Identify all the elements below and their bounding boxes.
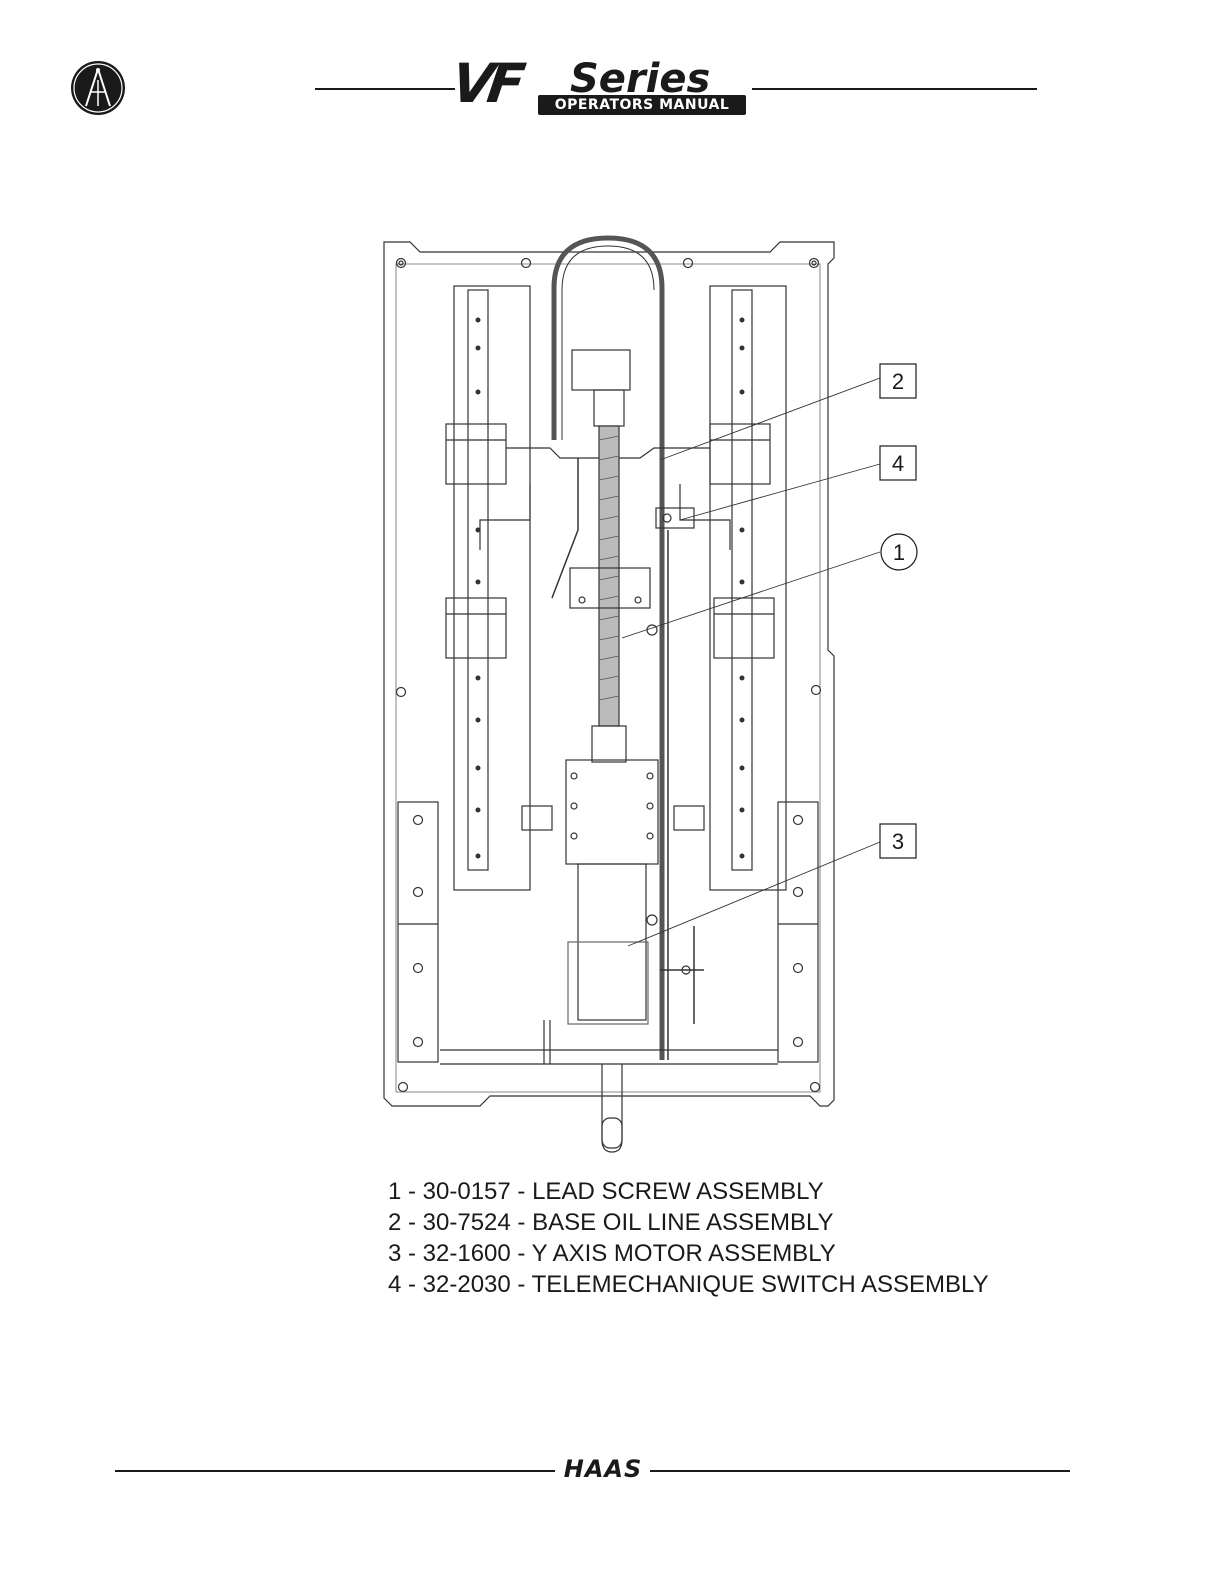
legend-item: 1 - 30-0157 - LEAD SCREW ASSEMBLY xyxy=(388,1176,989,1207)
mount-hole xyxy=(397,688,406,697)
callout-2: 2 xyxy=(880,364,916,398)
vf-logo-word: Series xyxy=(570,59,710,99)
callout-label-1: 1 xyxy=(893,540,905,565)
footer-rule-right xyxy=(650,1470,1070,1472)
oil-line-right xyxy=(680,484,730,550)
vf-series-logo: VF Series OPERATORS MANUAL xyxy=(452,57,752,121)
lead-screw xyxy=(599,426,619,726)
motor-fitting xyxy=(647,915,657,925)
left-truck-upper xyxy=(446,424,506,484)
vf-logo-mark: VF xyxy=(448,57,522,111)
mount-hole xyxy=(522,259,531,268)
callout-label-3: 3 xyxy=(892,829,904,854)
motor-cover xyxy=(568,942,648,1024)
mount-hole xyxy=(810,259,819,268)
callout-label-2: 2 xyxy=(892,369,904,394)
y-axis-base-drawing: 2 4 1 3 xyxy=(370,230,930,1170)
legend-item: 2 - 30-7524 - BASE OIL LINE ASSEMBLY xyxy=(388,1207,989,1238)
upper-bearing-block xyxy=(572,350,630,390)
footer-rule-left xyxy=(115,1470,555,1472)
left-truck-lower xyxy=(446,598,506,658)
callout-3: 3 xyxy=(880,824,916,858)
drain-tube xyxy=(602,1064,622,1152)
mount-hole xyxy=(812,686,821,695)
upper-bearing-neck xyxy=(594,390,624,426)
header-rule-left xyxy=(315,88,455,90)
haas-logo: HAAS xyxy=(555,1454,651,1484)
motor-mount xyxy=(566,760,658,864)
oil-line-drop xyxy=(552,458,578,598)
right-rail-plate xyxy=(710,286,786,890)
compass-logo-icon xyxy=(70,60,126,116)
header-rule-right xyxy=(752,88,1037,90)
mount-hole xyxy=(811,1083,820,1092)
cable-carrier-inner xyxy=(562,246,654,440)
motor-mount-tab-right xyxy=(674,806,704,830)
mount-hole xyxy=(684,259,693,268)
left-mount-pad xyxy=(398,802,438,1062)
legend-item: 4 - 32-2030 - TELEMECHANIQUE SWITCH ASSE… xyxy=(388,1269,989,1300)
mount-hole xyxy=(399,1083,408,1092)
motor-coupling xyxy=(592,726,626,762)
callout-label-4: 4 xyxy=(892,451,904,476)
right-mount-pad xyxy=(778,802,818,1062)
mount-hole xyxy=(397,259,406,268)
left-rail-plate xyxy=(454,286,530,890)
drain-tube-end xyxy=(602,1118,622,1148)
legend-item: 3 - 32-1600 - Y AXIS MOTOR ASSEMBLY xyxy=(388,1238,989,1269)
callout-1: 1 xyxy=(881,534,917,570)
parts-legend: 1 - 30-0157 - LEAD SCREW ASSEMBLY 2 - 30… xyxy=(388,1176,989,1300)
right-truck-lower xyxy=(714,598,774,658)
callout-4: 4 xyxy=(880,446,916,480)
right-truck-upper xyxy=(710,424,770,484)
manual-subtitle: OPERATORS MANUAL xyxy=(538,95,746,115)
motor-mount-tab-left xyxy=(522,806,552,830)
